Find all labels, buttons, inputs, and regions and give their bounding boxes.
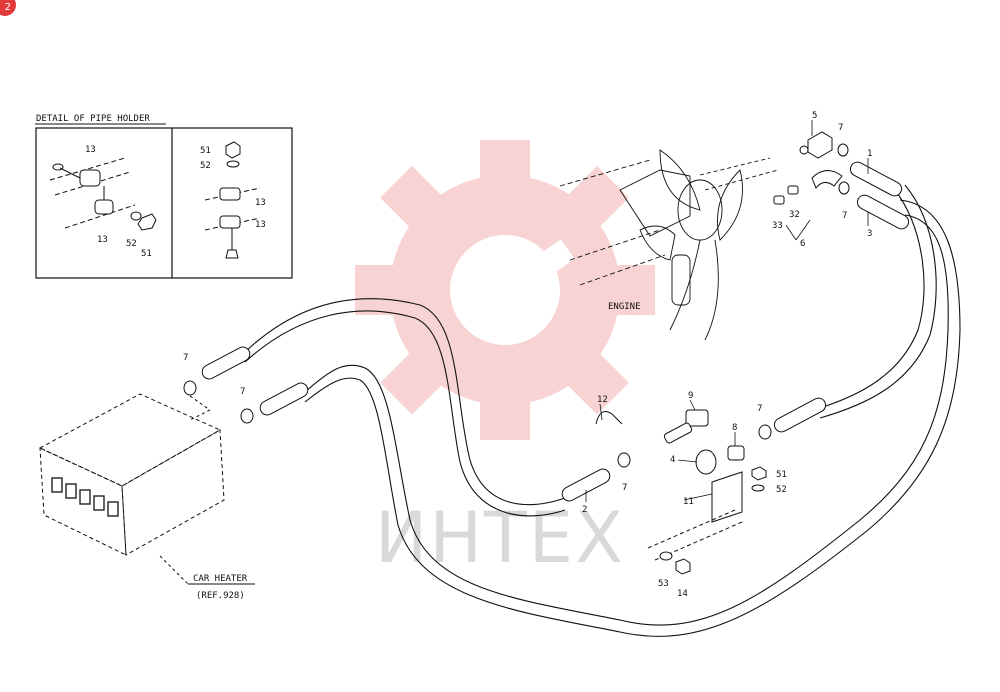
leader-lines bbox=[585, 120, 869, 502]
callout-51: 51 bbox=[200, 146, 211, 156]
engine-label: ENGINE bbox=[608, 302, 641, 312]
callout-53: 53 bbox=[658, 579, 669, 589]
pipes bbox=[244, 184, 961, 637]
watermark-logo bbox=[355, 140, 655, 440]
callout-52: 52 bbox=[776, 485, 787, 495]
callout-52: 52 bbox=[126, 239, 137, 249]
callout-6: 6 bbox=[800, 239, 805, 249]
callout-7: 7 bbox=[240, 387, 245, 397]
callout-7: 7 bbox=[622, 483, 627, 493]
callout-51: 51 bbox=[141, 249, 152, 259]
callout-1: 1 bbox=[867, 149, 872, 159]
callout-14: 14 bbox=[677, 589, 688, 599]
callout-13: 13 bbox=[255, 198, 266, 208]
car-heater-label: CAR HEATER bbox=[193, 574, 248, 584]
page-badge: 2 bbox=[0, 0, 16, 16]
detail-box: DETAIL OF PIPE HOLDER 13 13 52 51 bbox=[35, 114, 293, 279]
callouts: 1 2 3 4 5 6 8 9 11 12 14 32 33 53 7 7 7 … bbox=[183, 111, 872, 599]
hose-clamps bbox=[183, 143, 850, 468]
callout-3: 3 bbox=[867, 229, 872, 239]
callout-13: 13 bbox=[97, 235, 108, 245]
callout-5: 5 bbox=[812, 111, 817, 121]
callout-7: 7 bbox=[757, 404, 762, 414]
callout-2: 2 bbox=[582, 505, 587, 515]
callout-7: 7 bbox=[842, 211, 847, 221]
callout-4: 4 bbox=[670, 455, 675, 465]
callout-33: 33 bbox=[772, 221, 783, 231]
callout-7: 7 bbox=[183, 353, 188, 363]
callout-51: 51 bbox=[776, 470, 787, 480]
callout-11: 11 bbox=[683, 497, 694, 507]
watermark-text: ИНТЕХ bbox=[375, 497, 625, 579]
callout-8: 8 bbox=[732, 423, 737, 433]
callout-13: 13 bbox=[85, 145, 96, 155]
engine-assembly bbox=[559, 149, 779, 341]
car-heater-unit bbox=[38, 393, 255, 585]
callout-9: 9 bbox=[688, 391, 693, 401]
callout-7: 7 bbox=[838, 123, 843, 133]
callout-13: 13 bbox=[255, 220, 266, 230]
hose-segments bbox=[201, 161, 910, 502]
callout-32: 32 bbox=[789, 210, 800, 220]
detail-title: DETAIL OF PIPE HOLDER bbox=[36, 114, 150, 124]
tee-fitting bbox=[773, 131, 843, 205]
drain-cock-assembly bbox=[595, 409, 767, 575]
car-heater-ref: (REF.928) bbox=[196, 591, 245, 601]
callout-52: 52 bbox=[200, 161, 211, 171]
callout-12: 12 bbox=[597, 395, 608, 405]
